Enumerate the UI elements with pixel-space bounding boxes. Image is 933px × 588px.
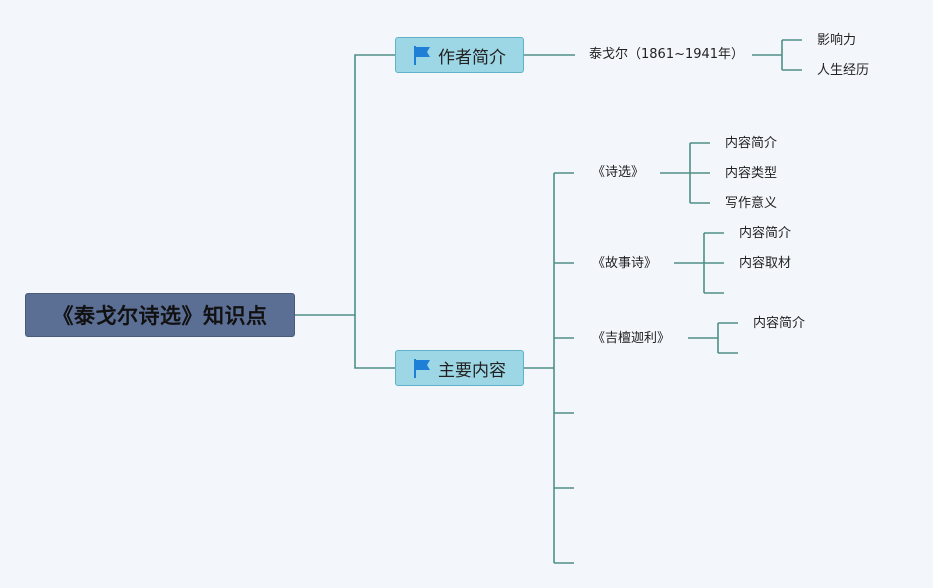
root-title: 《泰戈尔诗选》知识点 bbox=[52, 304, 268, 328]
work-poems-item[interactable]: 内容类型 bbox=[725, 166, 778, 181]
work-poems-item[interactable]: 内容简介 bbox=[725, 136, 778, 151]
root-node[interactable]: 《泰戈尔诗选》知识点 bbox=[25, 293, 295, 337]
author-child-life[interactable]: 人生经历 bbox=[817, 63, 870, 78]
work-story-poems-item[interactable]: 内容取材 bbox=[739, 256, 792, 271]
flag-icon bbox=[412, 357, 432, 379]
work-story-poems-item[interactable]: 内容简介 bbox=[739, 226, 792, 241]
author-name-node[interactable]: 泰戈尔（1861~1941年） bbox=[589, 47, 745, 62]
topic-content-label: 主要内容 bbox=[438, 360, 506, 381]
author-child-influence[interactable]: 影响力 bbox=[817, 33, 857, 48]
work-poems[interactable]: 《诗选》 bbox=[592, 165, 645, 180]
topic-content[interactable]: 主要内容 bbox=[395, 350, 524, 386]
work-gitanjali[interactable]: 《吉檀迦利》 bbox=[592, 331, 671, 346]
topic-author-label: 作者简介 bbox=[438, 47, 506, 68]
work-poems-item[interactable]: 写作意义 bbox=[725, 196, 778, 211]
work-gitanjali-item[interactable]: 内容简介 bbox=[753, 316, 806, 331]
flag-icon bbox=[412, 44, 432, 66]
topic-author[interactable]: 作者简介 bbox=[395, 37, 524, 73]
work-story-poems[interactable]: 《故事诗》 bbox=[592, 256, 658, 271]
